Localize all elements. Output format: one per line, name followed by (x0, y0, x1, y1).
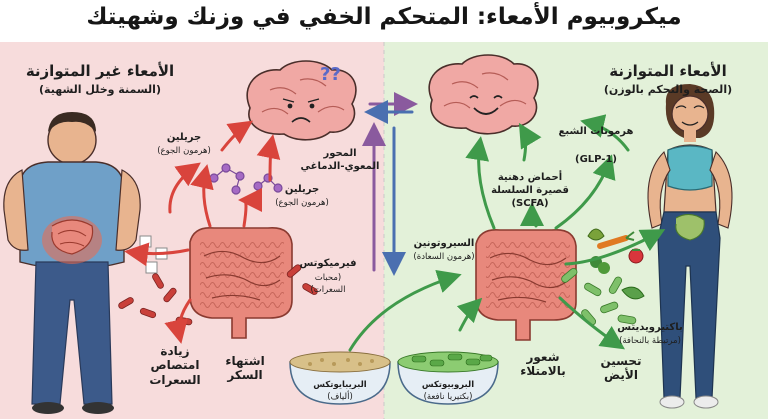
prebiotics-note: (ألياف) (327, 392, 353, 402)
prebiotics-bowl-icon (289, 351, 391, 405)
scfa-label-1: أحماض دهنية (497, 172, 563, 183)
serotonin-note: (هرمون السعادة) (413, 252, 475, 262)
metabolism-label: تحسين الأيض (600, 354, 642, 383)
overweight-person (3, 112, 141, 414)
ghrelin-note-1: (هرمون الجوع) (157, 146, 211, 156)
satiety-hormones-label: هرمونات الشبع (558, 126, 634, 137)
prebiotics-label: البريبايوتكس (313, 380, 367, 390)
scfa-label-3: (SCFA) (511, 198, 549, 209)
question-marks-icon: ?? (320, 64, 341, 85)
firmicutes-note-1: (محبات (314, 273, 342, 283)
vegetables-icon (587, 228, 645, 300)
sugar-craving-label: اشتهاء السكر (225, 354, 265, 383)
bacteroidetes-note: (مرتبطة بالنحافة) (619, 336, 681, 346)
firmicutes-note-2: السعرات) (310, 285, 346, 295)
right-subheading: (الصحة والتحكم بالوزن) (603, 83, 733, 96)
firmicutes-label: فيرميكوتس (299, 258, 357, 269)
probiotics-bowl-icon (397, 351, 499, 405)
sad-brain-icon (246, 60, 357, 141)
unhealthy-gut-icon (189, 226, 293, 339)
healthy-gut-icon (475, 228, 577, 341)
gut-brain-axis-label-1: المحور (323, 148, 357, 159)
calorie-absorption-label: زيادة امتصاص السعرات (149, 344, 201, 387)
left-heading: الأمعاء غير المتوازنة (25, 62, 175, 80)
serotonin-label: السيروتونين (413, 238, 475, 249)
gut-brain-axis-label-2: المعوي-الدماغي (300, 161, 380, 172)
bacteroidetes-label: باكتيرويديتس (617, 322, 683, 333)
scfa-label-2: قصيرة السلسلة (491, 185, 569, 196)
happy-brain-icon (428, 54, 539, 135)
fullness-label: شعور بالامتلاء (520, 350, 566, 379)
ghrelin-label-2: جريلين (284, 184, 320, 195)
page-title: ميكروبيوم الأمعاء: المتحكم الخفي في وزنك… (86, 4, 682, 30)
right-heading: الأمعاء المتوازنة (609, 62, 727, 80)
probiotics-note: (بكتيريا نافعة) (423, 392, 473, 402)
ghrelin-note-2: (هرمون الجوع) (275, 198, 329, 208)
fit-person (647, 84, 733, 409)
left-subheading: (السمنة وخلل الشهية) (39, 83, 161, 96)
ghrelin-label-1: جريلين (166, 132, 202, 143)
satiety-glp1-label: (GLP-1) (575, 154, 617, 165)
bacteroidetes-bacteria-icon (561, 267, 637, 326)
probiotics-label: البروبيوتكس (421, 380, 475, 390)
